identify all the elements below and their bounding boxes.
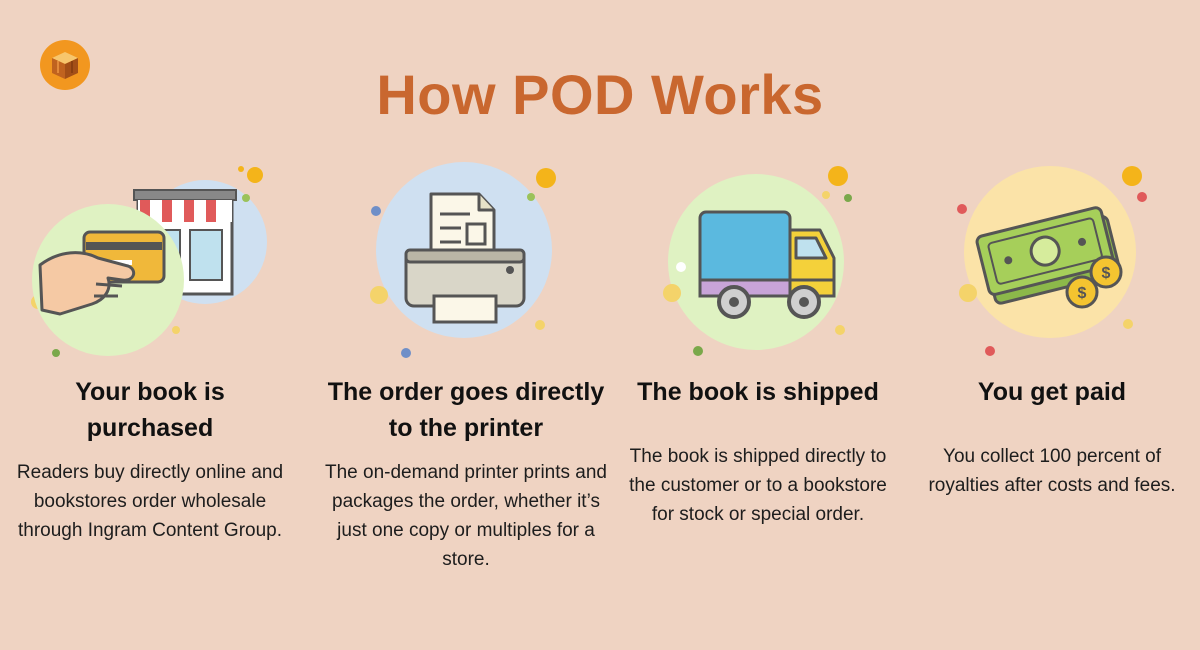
credit-card-store-icon [31, 166, 267, 357]
step-purchased: Your book is purchased Readers buy direc… [0, 0, 300, 650]
delivery-truck-icon [663, 166, 852, 356]
step-paid: $ $ You get paid You collect 100 percent… [902, 0, 1200, 650]
step-heading: Your book is purchased [75, 378, 225, 442]
step-description: Readers buy directly online and bookstor… [16, 462, 284, 541]
printer-icon [370, 162, 556, 358]
page-title: How POD Works [376, 63, 824, 126]
logo [40, 40, 90, 90]
money-coins-icon: $ $ [957, 166, 1147, 356]
step-heading: The book is shipped [637, 378, 879, 406]
step-description: You collect 100 percent of royalties aft… [928, 446, 1176, 496]
step-heading: You get paid [977, 378, 1127, 406]
step-printer: The order goes directly to the printer T… [316, 0, 616, 650]
svg-text:$: $ [1102, 265, 1111, 282]
svg-text:$: $ [1078, 285, 1087, 302]
step-description: The on-demand printer prints and package… [325, 462, 607, 570]
book-box-icon [52, 52, 78, 79]
step-heading: The order goes directly to the printer [327, 378, 605, 442]
step-description: The book is shipped directly to the cust… [629, 446, 887, 525]
step-shipped: The book is shipped The book is shipped … [608, 0, 908, 650]
